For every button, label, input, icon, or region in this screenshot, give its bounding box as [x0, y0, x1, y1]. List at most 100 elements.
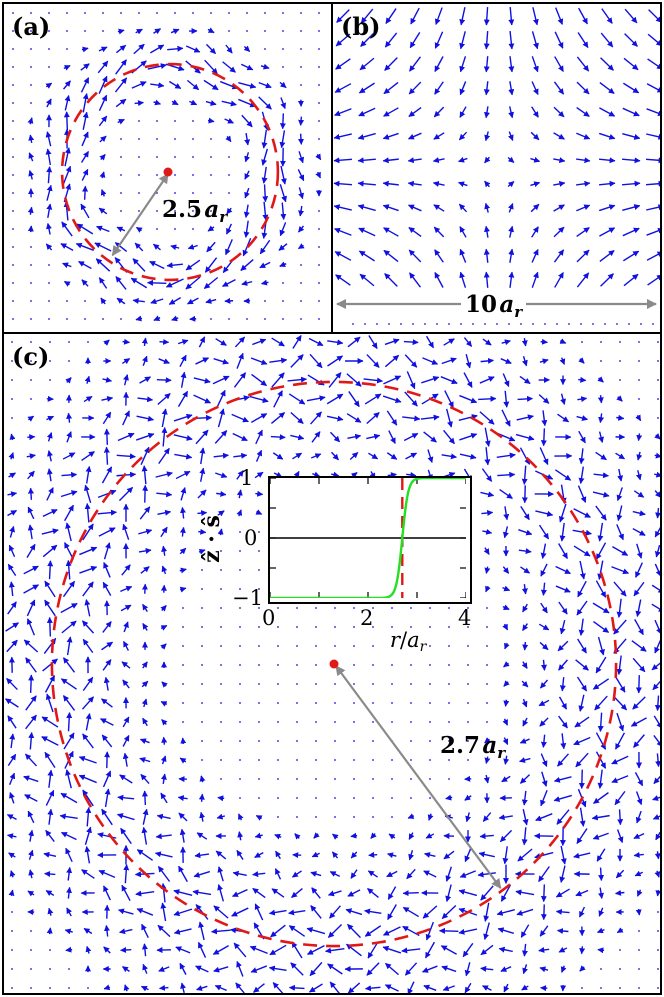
vector-field-c [5, 335, 660, 993]
field-arrow [433, 226, 445, 238]
field-arrow [123, 864, 130, 884]
field-arrow [655, 831, 660, 841]
field-dot [48, 300, 50, 302]
field-arrow [463, 372, 473, 388]
field-arrow [236, 489, 243, 499]
field-arrow [179, 757, 187, 764]
field-dot [352, 323, 354, 325]
field-arrow [42, 658, 58, 672]
field-arrow [217, 866, 224, 882]
field-arrow [198, 793, 205, 802]
field-dot [486, 721, 488, 723]
field-dot [296, 740, 298, 742]
field-dot [30, 102, 32, 104]
field-arrow [483, 271, 490, 288]
field-arrow [408, 81, 422, 95]
field-arrow [576, 180, 591, 187]
field-dot [300, 48, 302, 50]
field-arrow [122, 734, 130, 747]
field-arrow [517, 848, 533, 862]
field-arrow [28, 731, 35, 750]
field-arrow [559, 865, 566, 883]
field-arrow [142, 603, 149, 613]
field-arrow [85, 807, 92, 827]
field-arrow [122, 679, 130, 689]
field-arrow [541, 410, 548, 427]
field-arrow [83, 395, 93, 403]
field-arrow [64, 928, 73, 935]
field-dot [277, 721, 279, 723]
field-arrow [498, 814, 513, 821]
field-arrow [120, 585, 133, 593]
field-arrow [100, 189, 107, 197]
field-dot [68, 987, 70, 989]
field-arrow [137, 396, 154, 403]
field-arrow [478, 851, 495, 858]
field-arrow [60, 602, 78, 614]
field-arrow [9, 792, 15, 804]
field-arrow [80, 150, 90, 163]
field-dot [410, 759, 412, 761]
field-arrow [622, 204, 641, 212]
field-arrow [207, 225, 215, 232]
field-arrow [44, 599, 56, 617]
field-arrow [156, 377, 172, 384]
field-arrow [555, 7, 564, 25]
field-arrow [357, 132, 376, 140]
field-arrow [408, 226, 422, 238]
field-arrow [233, 942, 247, 958]
field-arrow [215, 850, 227, 860]
field-arrow [653, 715, 660, 729]
field-dot [239, 721, 241, 723]
field-arrow [85, 945, 92, 954]
field-arrow [554, 469, 572, 481]
field-dot [520, 323, 522, 325]
field-arrow [480, 885, 494, 901]
field-arrow [632, 528, 646, 536]
field-arrow [578, 906, 586, 918]
field-arrow [7, 715, 17, 729]
field-arrow [459, 394, 478, 404]
field-arrow [333, 180, 353, 187]
field-arrow [508, 248, 515, 263]
field-arrow [616, 829, 624, 844]
inset-plot-area [270, 478, 466, 598]
field-arrow [141, 680, 149, 688]
field-dot [30, 12, 32, 14]
field-dot [300, 30, 302, 32]
field-arrow [82, 111, 89, 130]
field-arrow [119, 928, 133, 935]
field-arrow [66, 712, 73, 732]
field-arrow [535, 813, 553, 822]
field-arrow [502, 373, 510, 388]
field-arrow [78, 755, 97, 764]
field-arrow [160, 624, 168, 631]
field-arrow [652, 814, 660, 820]
field-arrow [478, 395, 497, 402]
field-dot [467, 607, 469, 609]
field-arrow [179, 828, 186, 843]
field-dot [619, 360, 621, 362]
field-arrow [382, 180, 399, 187]
field-arrow [573, 545, 591, 557]
field-arrow [560, 733, 567, 750]
field-dot [496, 323, 498, 325]
inset-xlabel: r/ar [390, 628, 427, 655]
field-arrow [539, 679, 549, 689]
field-arrow [199, 447, 206, 465]
field-arrow [347, 982, 361, 993]
field-arrow [498, 946, 513, 953]
field-dot [448, 323, 450, 325]
field-arrow [279, 222, 287, 237]
field-arrow [171, 99, 179, 106]
field-dot [315, 797, 317, 799]
field-arrow [521, 465, 528, 485]
field-arrow [540, 428, 547, 447]
field-arrow [334, 227, 352, 236]
field-arrow [168, 297, 182, 305]
field-arrow [207, 117, 215, 124]
field-arrow [135, 890, 155, 897]
field-arrow [645, 157, 660, 164]
field-arrow [646, 227, 660, 236]
field-dot [652, 323, 654, 325]
